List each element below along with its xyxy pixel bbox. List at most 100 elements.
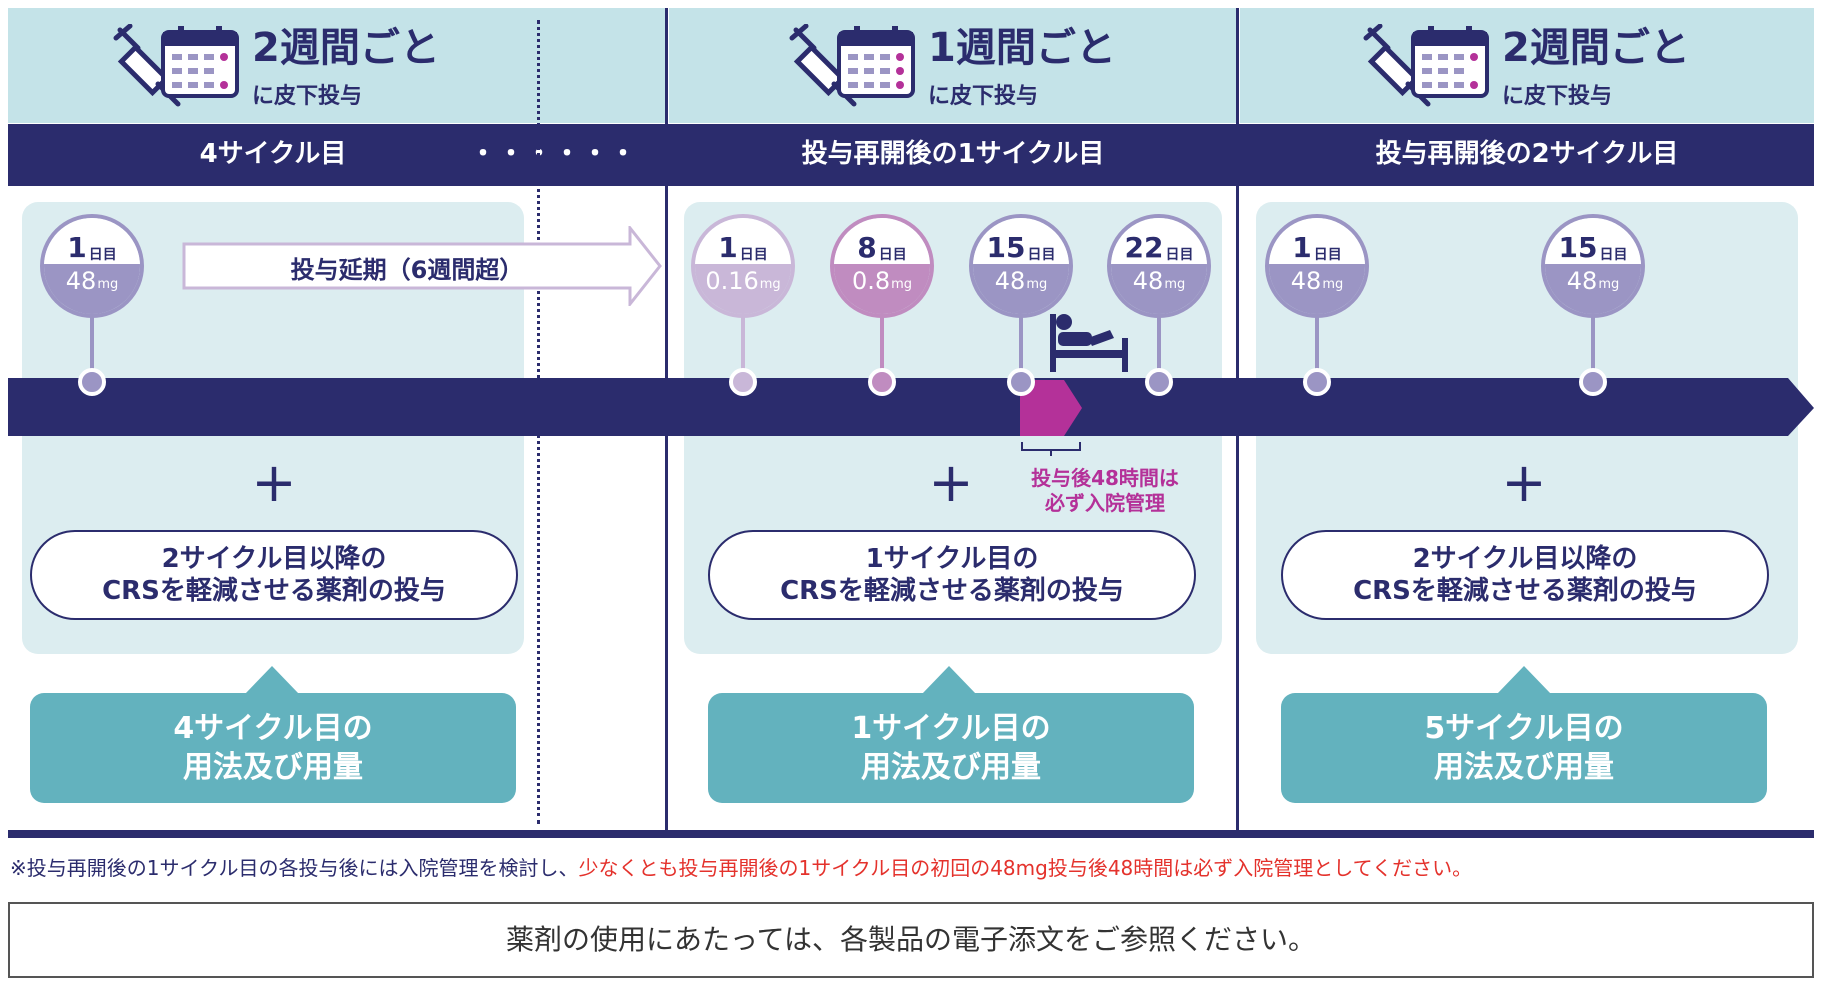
crs-premed-pill-2: 1サイクル目の CRSを軽減させる薬剤の投与 [708, 530, 1196, 620]
calendar-icon [161, 26, 239, 98]
bottom-rule [8, 830, 1814, 838]
cycle-dots: ・・・・・・ [470, 139, 639, 169]
teal-pointer [1497, 666, 1551, 694]
footnote-warning: 少なくとも投与再開後の1サイクル目の初回の48mg投与後48時間は必ず入院管理と… [578, 856, 1473, 880]
dose-pin [868, 368, 896, 396]
plus-sign: + [251, 451, 297, 514]
dosage-line1: 4サイクル目の [173, 711, 373, 746]
dose-day-unit: 日目 [88, 247, 117, 264]
dose-day: 1 [1292, 231, 1312, 265]
dose-stem [1019, 314, 1023, 382]
hospital-note-line1: 投与後48時間は [1031, 466, 1179, 490]
header-band-3 [1240, 8, 1814, 123]
dose-day: 22 [1124, 231, 1164, 265]
dose-amount-unit: mg [1598, 277, 1620, 293]
dose-pin [1145, 368, 1173, 396]
dose-amount: 48 [1290, 267, 1322, 296]
pill-line2: CRSを軽減させる薬剤の投与 [102, 576, 446, 606]
hospital-bed-icon [1050, 314, 1128, 372]
hospital-marker [1020, 380, 1082, 436]
calendar-icon [837, 26, 915, 98]
header-subtitle: に皮下投与 [252, 84, 363, 109]
cycle-bar [8, 124, 1814, 186]
teal-pointer [245, 666, 299, 694]
dose-pin [729, 368, 757, 396]
reference-note: 薬剤の使用にあたっては、各製品の電子添文をご参照ください。 [8, 902, 1814, 978]
dose-amount-unit: mg [1322, 277, 1344, 293]
dose-day-unit: 日目 [1165, 247, 1194, 264]
dose-day: 1 [67, 231, 87, 265]
calendar-icon [1411, 26, 1489, 98]
dose-day: 8 [857, 231, 877, 265]
hospital-note: 投与後48時間は 必ず入院管理 [1010, 466, 1200, 516]
plus-sign: + [928, 451, 974, 514]
dose-stem [741, 314, 745, 382]
dose-day-unit: 日目 [1599, 247, 1628, 264]
dose-amount: 0.8 [851, 267, 891, 296]
dose-pin [1007, 368, 1035, 396]
header-2: 1週間ごと に皮下投与 [788, 18, 1148, 116]
dose-stem [1315, 314, 1319, 382]
crs-premed-pill-1: 2サイクル目以降の CRSを軽減させる薬剤の投与 [30, 530, 518, 620]
crs-premed-pill-3: 2サイクル目以降の CRSを軽減させる薬剤の投与 [1281, 530, 1769, 620]
dose-day: 15 [986, 231, 1026, 265]
dosage-box-3: 5サイクル目の 用法及び用量 [1281, 693, 1767, 803]
dosage-box-2: 1サイクル目の 用法及び用量 [708, 693, 1194, 803]
dose-amount-unit: mg [97, 277, 119, 293]
dose-day-unit: 日目 [1313, 247, 1342, 264]
cycle-label-4: 4サイクル目 [199, 139, 347, 169]
dose-amount-unit: mg [891, 277, 913, 293]
dose-pin [1303, 368, 1331, 396]
dose-stem [90, 314, 94, 382]
pill-line1: 2サイクル目以降の [1412, 543, 1638, 574]
timeline-arrow [8, 378, 1814, 436]
dosage-line2: 用法及び用量 [183, 750, 363, 785]
dose-amount-unit: mg [1164, 277, 1186, 293]
dose-amount-unit: mg [759, 277, 781, 293]
dosage-line2: 用法及び用量 [861, 750, 1041, 785]
dose-day-unit: 日目 [739, 247, 768, 264]
header-title: 2週間ごと [252, 25, 440, 71]
dose-stem [1157, 314, 1161, 382]
dose-stem [1591, 314, 1595, 382]
teal-pointer [922, 666, 976, 694]
dosage-box-1: 4サイクル目の 用法及び用量 [30, 693, 516, 803]
header-title: 1週間ごと [928, 25, 1116, 71]
hospital-note-line2: 必ず入院管理 [1045, 491, 1165, 515]
dose-amount: 48 [1132, 267, 1164, 296]
cycle-label-resume-1: 投与再開後の1サイクル目 [801, 139, 1105, 169]
dose-amount-unit: mg [1026, 277, 1048, 293]
footnote-text: ※投与再開後の1サイクル目の各投与後には入院管理を検討し、 [10, 856, 579, 880]
delay-arrow-label: 投与延期（6週間超） [290, 256, 524, 284]
dosage-line1: 1サイクル目の [851, 711, 1051, 746]
header-title: 2週間ごと [1502, 25, 1690, 71]
dose-pin [78, 368, 106, 396]
header-3: 2週間ごと に皮下投与 [1362, 18, 1722, 116]
dose-day-unit: 日目 [1027, 247, 1056, 264]
dose-amount: 48 [994, 267, 1026, 296]
pill-line1: 1サイクル目の [865, 543, 1039, 574]
header-subtitle: に皮下投与 [1502, 84, 1613, 109]
header-band-1 [8, 8, 666, 123]
bracket [1021, 442, 1081, 456]
dose-day: 15 [1558, 231, 1598, 265]
cycle-label-resume-2: 投与再開後の2サイクル目 [1375, 139, 1679, 169]
plus-sign: + [1501, 451, 1547, 514]
dose-amount: 0.16 [705, 267, 759, 296]
dose-amount: 48 [65, 267, 97, 296]
dose-day: 1 [718, 231, 738, 265]
pill-line2: CRSを軽減させる薬剤の投与 [1353, 576, 1697, 606]
dosage-line1: 5サイクル目の [1424, 711, 1624, 746]
pill-line1: 2サイクル目以降の [161, 543, 387, 574]
header-band-2 [669, 8, 1237, 123]
dose-pin [1579, 368, 1607, 396]
dose-day-unit: 日目 [878, 247, 907, 264]
pill-line2: CRSを軽減させる薬剤の投与 [780, 576, 1124, 606]
